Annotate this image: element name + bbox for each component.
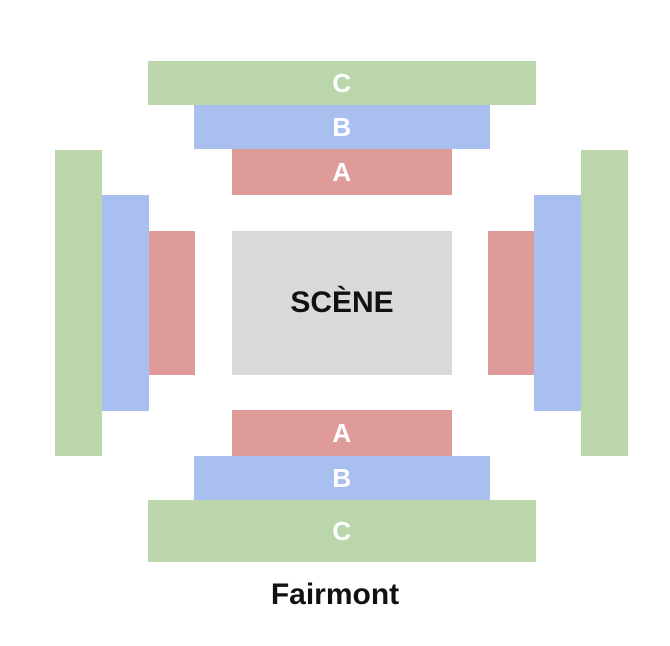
section-a-left[interactable]	[149, 231, 195, 375]
section-a-bottom[interactable]: A	[232, 410, 452, 456]
stage: SCÈNE	[232, 231, 452, 375]
section-a-top-label: A	[332, 156, 352, 187]
section-a-top[interactable]: A	[232, 149, 452, 195]
section-a-right[interactable]	[488, 231, 534, 375]
stage-label: SCÈNE	[290, 286, 394, 319]
section-c-bottom[interactable]: C	[148, 500, 536, 562]
section-a-bottom-label: A	[332, 417, 352, 448]
section-c-top[interactable]: C	[148, 61, 536, 105]
section-b-top[interactable]: B	[194, 105, 490, 149]
section-b-bottom[interactable]: B	[194, 456, 490, 500]
section-c-top-label: C	[332, 67, 352, 98]
section-b-left[interactable]	[102, 195, 149, 411]
section-b-bottom-label: B	[332, 462, 352, 493]
section-b-top-label: B	[332, 111, 352, 142]
section-c-bottom-label: C	[332, 515, 352, 546]
section-c-left[interactable]	[55, 150, 102, 456]
venue-name: Fairmont	[270, 578, 400, 611]
section-b-right[interactable]	[534, 195, 581, 411]
section-c-right[interactable]	[581, 150, 628, 456]
